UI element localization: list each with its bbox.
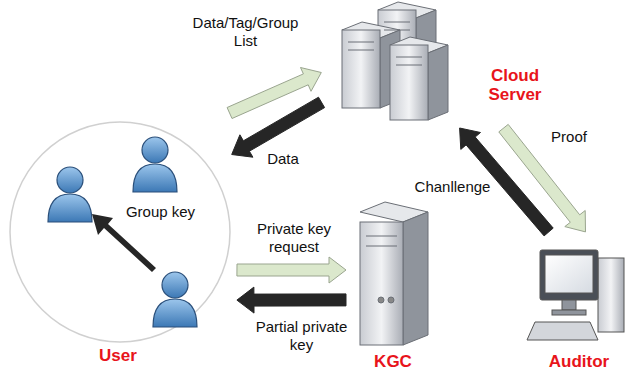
annotation-label: Group key: [118, 203, 203, 221]
node-label: KGC: [358, 352, 428, 371]
auditor-node: Auditor: [525, 235, 630, 375]
user-group-node: User: [5, 112, 240, 374]
edge-label: Partial private key: [244, 318, 359, 354]
edge-label: Private key request: [244, 220, 344, 256]
node-label: Cloud Server: [485, 66, 545, 104]
edge-label: Data/Tag/Group List: [188, 14, 303, 50]
edge-label: Data: [263, 150, 303, 168]
block-arrow: [237, 257, 346, 283]
kgc-node: KGC: [350, 200, 440, 375]
node-label: Auditor: [539, 352, 619, 371]
group-key-arrow: [92, 214, 156, 272]
block-arrow: [237, 287, 346, 313]
edge-label: Proof: [545, 128, 593, 146]
auditor-computer: [527, 250, 624, 340]
node-label: User: [93, 346, 143, 365]
user-icons: [48, 137, 197, 327]
block-arrow: [232, 97, 325, 157]
edge-label: Chanllenge: [410, 178, 495, 196]
cloud-server-node: Cloud Server: [325, 2, 545, 125]
kgc-server: [360, 202, 428, 345]
cloud-servers: [342, 2, 448, 120]
group-circle: [10, 122, 230, 342]
